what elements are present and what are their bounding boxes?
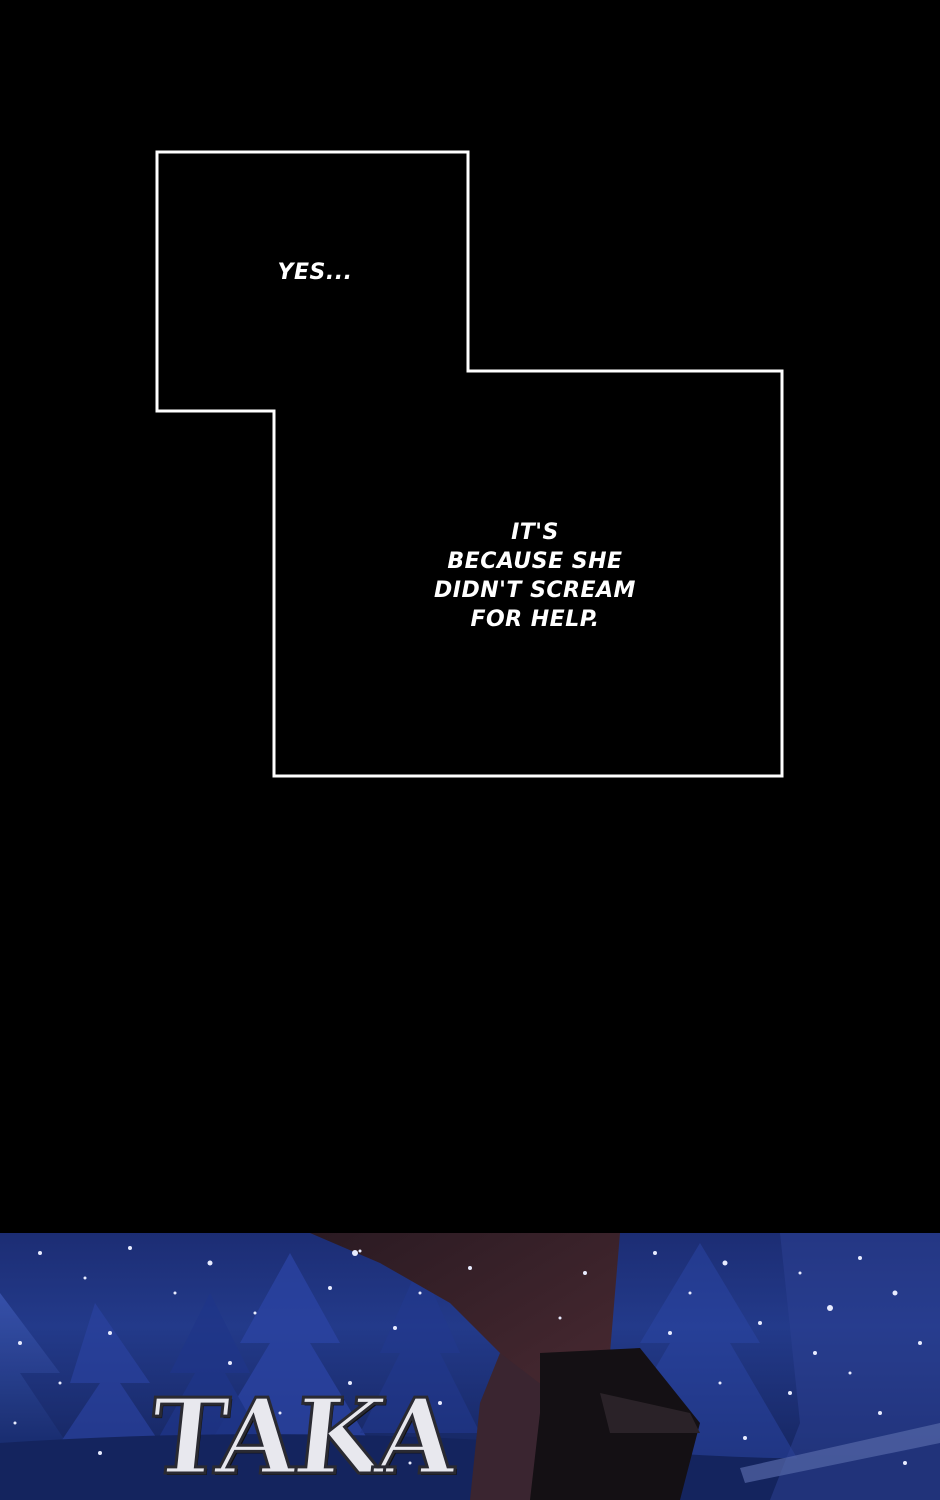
sound-effect-text: TAKA xyxy=(142,1374,461,1500)
figure-silhouette xyxy=(310,1233,700,1500)
snowflakes xyxy=(13,1246,922,1465)
snowy-night-scene xyxy=(0,1233,940,1500)
caption-yes: YES... xyxy=(277,260,353,285)
caption-main: IT'S BECAUSE SHE DIDN'T SCREAM FOR HELP. xyxy=(434,520,636,632)
scene-illustration xyxy=(0,1233,940,1500)
